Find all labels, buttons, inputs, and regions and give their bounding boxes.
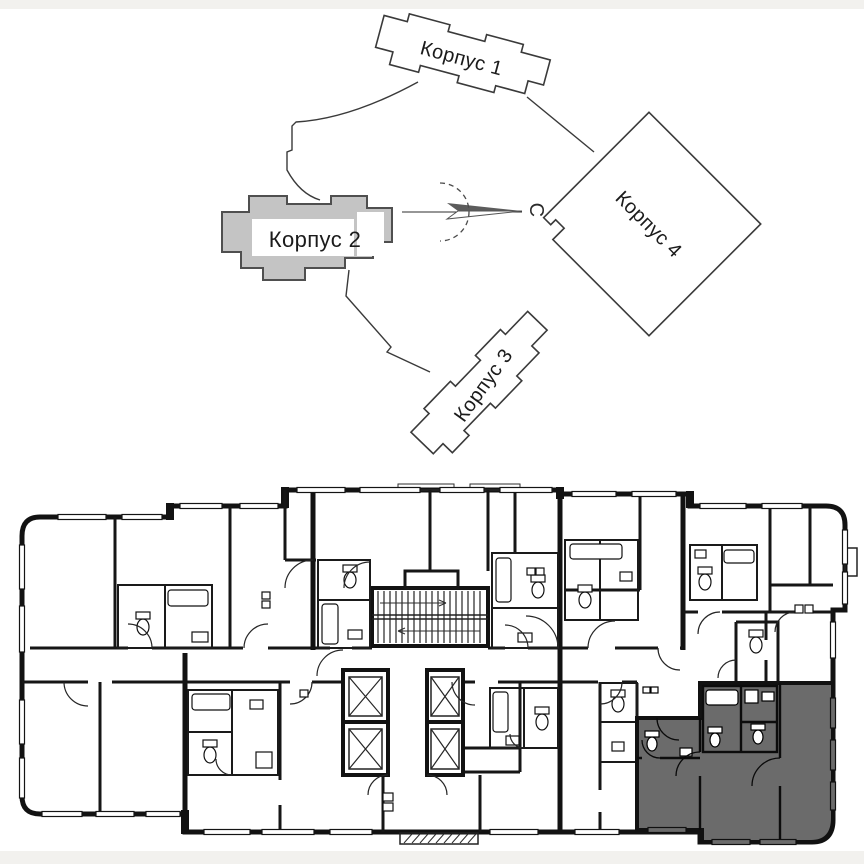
window — [829, 781, 837, 811]
bathroom-blocks — [117, 539, 764, 776]
site-plan: Корпус 1 Корпус 4 Корпус 3 Корпус 2 С — [221, 8, 762, 463]
window — [829, 739, 837, 771]
connector-korpus1-korpus4 — [526, 96, 595, 153]
toilet-tank — [644, 730, 660, 738]
selected-apartment-outline[interactable] — [635, 681, 835, 844]
window — [711, 838, 751, 846]
selected-apartment[interactable] — [635, 681, 837, 846]
utility-box — [650, 686, 659, 694]
connector-korpus1-korpus2 — [286, 81, 419, 201]
toilet — [646, 736, 658, 752]
wall-pier — [686, 491, 694, 508]
utility-boxes — [261, 567, 814, 812]
building-korpus-2-label: Корпус 2 — [269, 227, 362, 252]
bottom-frame-bar — [0, 851, 864, 864]
north-arrow-dart — [447, 203, 522, 211]
toilet-tank — [750, 723, 766, 731]
washer — [744, 689, 759, 704]
selected-apartment-walls — [637, 683, 782, 840]
floor-plan — [18, 483, 858, 846]
connector-korpus2-korpus3 — [345, 269, 431, 373]
perimeter-windows — [18, 486, 849, 836]
top-frame-bar — [0, 0, 864, 9]
window — [829, 697, 837, 729]
north-arrow-dart-bottom — [445, 210, 523, 220]
window — [759, 838, 797, 846]
window — [647, 826, 687, 834]
building-korpus-1[interactable]: Корпус 1 — [372, 8, 552, 105]
sink — [761, 691, 775, 702]
toilet — [709, 732, 721, 748]
north-arrow: С — [402, 182, 547, 242]
building-korpus-4[interactable]: Корпус 4 — [537, 111, 762, 337]
elevator-shafts — [341, 668, 465, 777]
wall-pier — [166, 503, 174, 520]
utility-box — [642, 686, 651, 694]
party-walls — [182, 489, 686, 834]
toilet — [752, 729, 764, 745]
korpus-2-number-box — [357, 212, 384, 256]
korpus-2-label-box — [252, 219, 354, 256]
toilet-tank — [707, 726, 723, 734]
interior-walls-lower — [22, 680, 639, 832]
staircase — [370, 569, 490, 648]
north-label: С — [525, 203, 547, 218]
sink — [679, 747, 693, 757]
building-korpus-3[interactable]: Корпус 3 — [406, 307, 559, 463]
hatched-balcony — [399, 832, 479, 845]
selected-apartment-doors — [641, 717, 781, 787]
building-korpus-2-selected[interactable]: Корпус 2 — [221, 195, 393, 281]
north-arrow-arc — [439, 182, 470, 242]
bathtub — [705, 689, 739, 706]
